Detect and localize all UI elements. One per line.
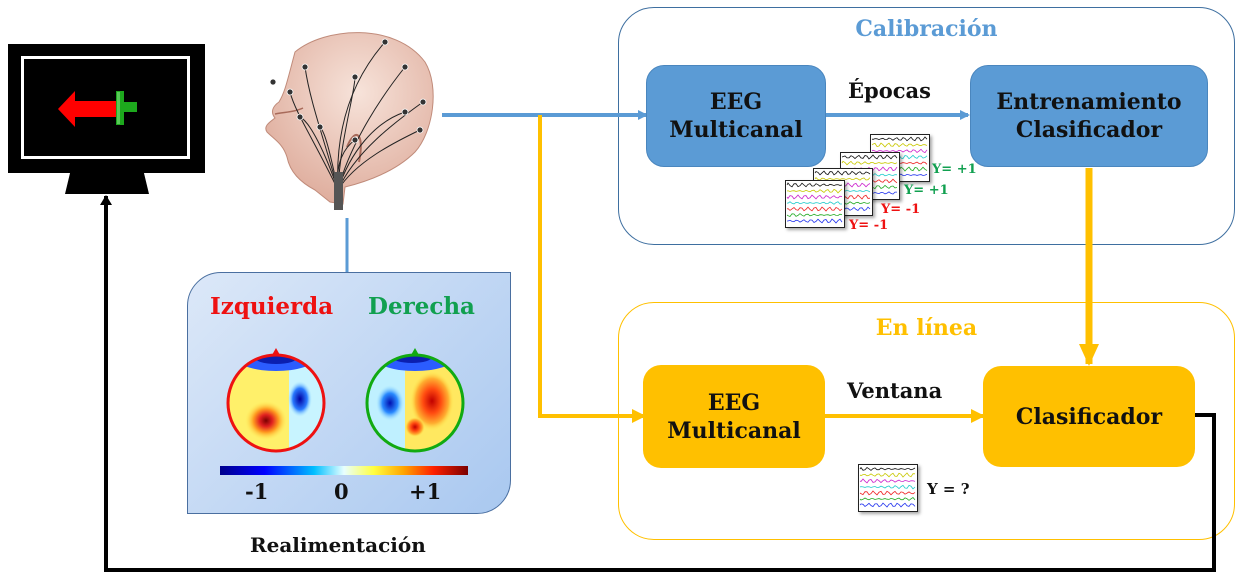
ventana-label: Ventana — [847, 378, 943, 403]
colorbar-mid-label: 0 — [334, 479, 349, 504]
classifier-box[interactable]: Clasificador — [983, 366, 1195, 467]
epocas-label: Épocas — [848, 78, 931, 103]
eeg-channel-trace — [859, 490, 916, 496]
topomap-left — [226, 348, 326, 453]
eeg-channel-trace — [859, 478, 916, 484]
topomap-panel: Izquierda Derecha — [187, 272, 511, 514]
eeg-channel-trace — [859, 502, 916, 508]
eeg-channel-trace — [787, 218, 843, 224]
eeg-trace-icon — [786, 182, 843, 224]
monitor-stand — [65, 173, 149, 194]
training-line2: Clasificador — [1015, 117, 1163, 143]
eeg-channel-trace — [859, 466, 916, 471]
epoch-label: Y= -1 — [849, 218, 889, 233]
calibration-eeg-line2: Multicanal — [669, 117, 803, 143]
online-eeg-box[interactable]: EEG Multicanal — [643, 365, 825, 468]
eeg-channel-trace — [786, 201, 842, 205]
eeg-channel-trace — [841, 160, 898, 166]
window-label: Y = ? — [927, 480, 970, 498]
eeg-channel-trace — [871, 142, 928, 148]
epoch-label: Y= +1 — [932, 162, 977, 177]
epoch-stack: Y= +1 Y= +1 Y= -1 Y= -1 — [780, 130, 980, 240]
eeg-channel-trace — [786, 188, 843, 194]
eeg-channel-trace — [871, 148, 928, 154]
label-derecha: Derecha — [368, 293, 475, 320]
eeg-channel-trace — [859, 472, 916, 478]
eeg-channel-trace — [786, 182, 843, 188]
window-thumbnail — [858, 464, 918, 512]
fixation-cross-icon — [116, 91, 137, 125]
eeg-cap-head-icon — [265, 32, 434, 210]
eeg-trace-icon — [859, 466, 916, 508]
feedback-label: Realimentación — [250, 533, 426, 557]
eeg-channel-trace — [786, 194, 843, 200]
eeg-channel-trace — [786, 213, 843, 217]
calibration-eeg-line1: EEG — [709, 89, 763, 115]
epoch-label: Y= -1 — [881, 202, 921, 217]
monitor-icon — [8, 44, 205, 196]
calibration-eeg-box[interactable]: EEG Multicanal — [646, 65, 826, 167]
eeg-channel-trace — [859, 484, 916, 490]
eeg-channel-trace — [814, 176, 871, 181]
monitor-screen — [8, 44, 205, 173]
training-line1: Entrenamiento — [996, 89, 1182, 115]
topomap-right — [365, 348, 465, 453]
eeg-channel-trace — [871, 136, 928, 142]
epoch-label: Y= +1 — [904, 183, 949, 198]
epoch-thumbnail — [785, 180, 845, 228]
eeg-channel-trace — [841, 154, 898, 160]
line-branch-to-online — [538, 115, 642, 423]
eeg-channel-trace — [859, 496, 916, 501]
colorbar-min-label: -1 — [245, 479, 269, 504]
online-title: En línea — [875, 315, 978, 341]
colorbar — [220, 466, 468, 475]
calibration-title: Calibración — [855, 16, 998, 42]
classifier-label: Clasificador — [1015, 403, 1163, 430]
colorbar-max-label: +1 — [409, 479, 442, 504]
label-izquierda: Izquierda — [210, 293, 334, 320]
training-classifier-box[interactable]: Entrenamiento Clasificador — [970, 65, 1208, 167]
online-eeg-line2: Multicanal — [667, 417, 801, 444]
online-eeg-line1: EEG — [707, 389, 761, 416]
eeg-channel-trace — [786, 206, 843, 212]
left-arrow-cue-icon — [58, 91, 118, 127]
eeg-channel-trace — [814, 170, 871, 176]
